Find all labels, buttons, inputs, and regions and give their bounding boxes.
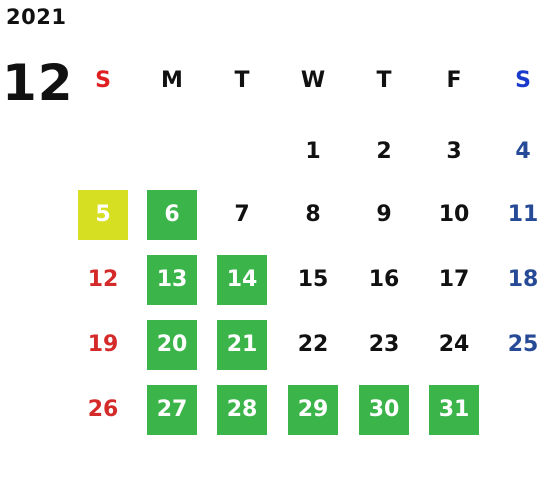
calendar-day-3[interactable]: 3: [446, 139, 462, 164]
calendar-day-31[interactable]: 31: [429, 385, 479, 435]
calendar-day-1[interactable]: 1: [305, 139, 321, 164]
calendar-day-28[interactable]: 28: [217, 385, 267, 435]
calendar-day-18[interactable]: 18: [507, 267, 539, 292]
calendar-day-9[interactable]: 9: [376, 202, 392, 227]
calendar-day-12[interactable]: 12: [87, 267, 119, 292]
calendar-day-7[interactable]: 7: [234, 202, 250, 227]
calendar-day-5[interactable]: 5: [78, 190, 128, 240]
calendar-day-17[interactable]: 17: [438, 267, 470, 292]
calendar-day-23[interactable]: 23: [368, 332, 400, 357]
weekday-header-friday: F: [446, 68, 462, 93]
calendar-day-29[interactable]: 29: [288, 385, 338, 435]
calendar-day-11[interactable]: 11: [507, 202, 539, 227]
calendar-day-21[interactable]: 21: [217, 320, 267, 370]
calendar-day-2[interactable]: 2: [376, 139, 392, 164]
calendar-day-4[interactable]: 4: [515, 139, 531, 164]
weekday-header-thursday: T: [376, 68, 392, 93]
weekday-header-tuesday: T: [234, 68, 250, 93]
year-label: 2021: [6, 5, 67, 29]
calendar-day-25[interactable]: 25: [507, 332, 539, 357]
calendar-day-30[interactable]: 30: [359, 385, 409, 435]
calendar-day-15[interactable]: 15: [297, 267, 329, 292]
month-number: 12: [2, 54, 74, 112]
calendar-day-13[interactable]: 13: [147, 255, 197, 305]
calendar-day-10[interactable]: 10: [438, 202, 470, 227]
calendar-day-14[interactable]: 14: [217, 255, 267, 305]
calendar-day-22[interactable]: 22: [297, 332, 329, 357]
calendar-day-6[interactable]: 6: [147, 190, 197, 240]
calendar-day-24[interactable]: 24: [438, 332, 470, 357]
weekday-header-saturday: S: [515, 68, 531, 93]
calendar-day-27[interactable]: 27: [147, 385, 197, 435]
weekday-header-sunday: S: [95, 68, 111, 93]
weekday-header-wednesday: W: [300, 68, 326, 93]
calendar-day-16[interactable]: 16: [368, 267, 400, 292]
calendar-day-20[interactable]: 20: [147, 320, 197, 370]
calendar-day-26[interactable]: 26: [87, 397, 119, 422]
weekday-header-monday: M: [161, 68, 183, 93]
calendar-day-8[interactable]: 8: [305, 202, 321, 227]
calendar-day-19[interactable]: 19: [87, 332, 119, 357]
